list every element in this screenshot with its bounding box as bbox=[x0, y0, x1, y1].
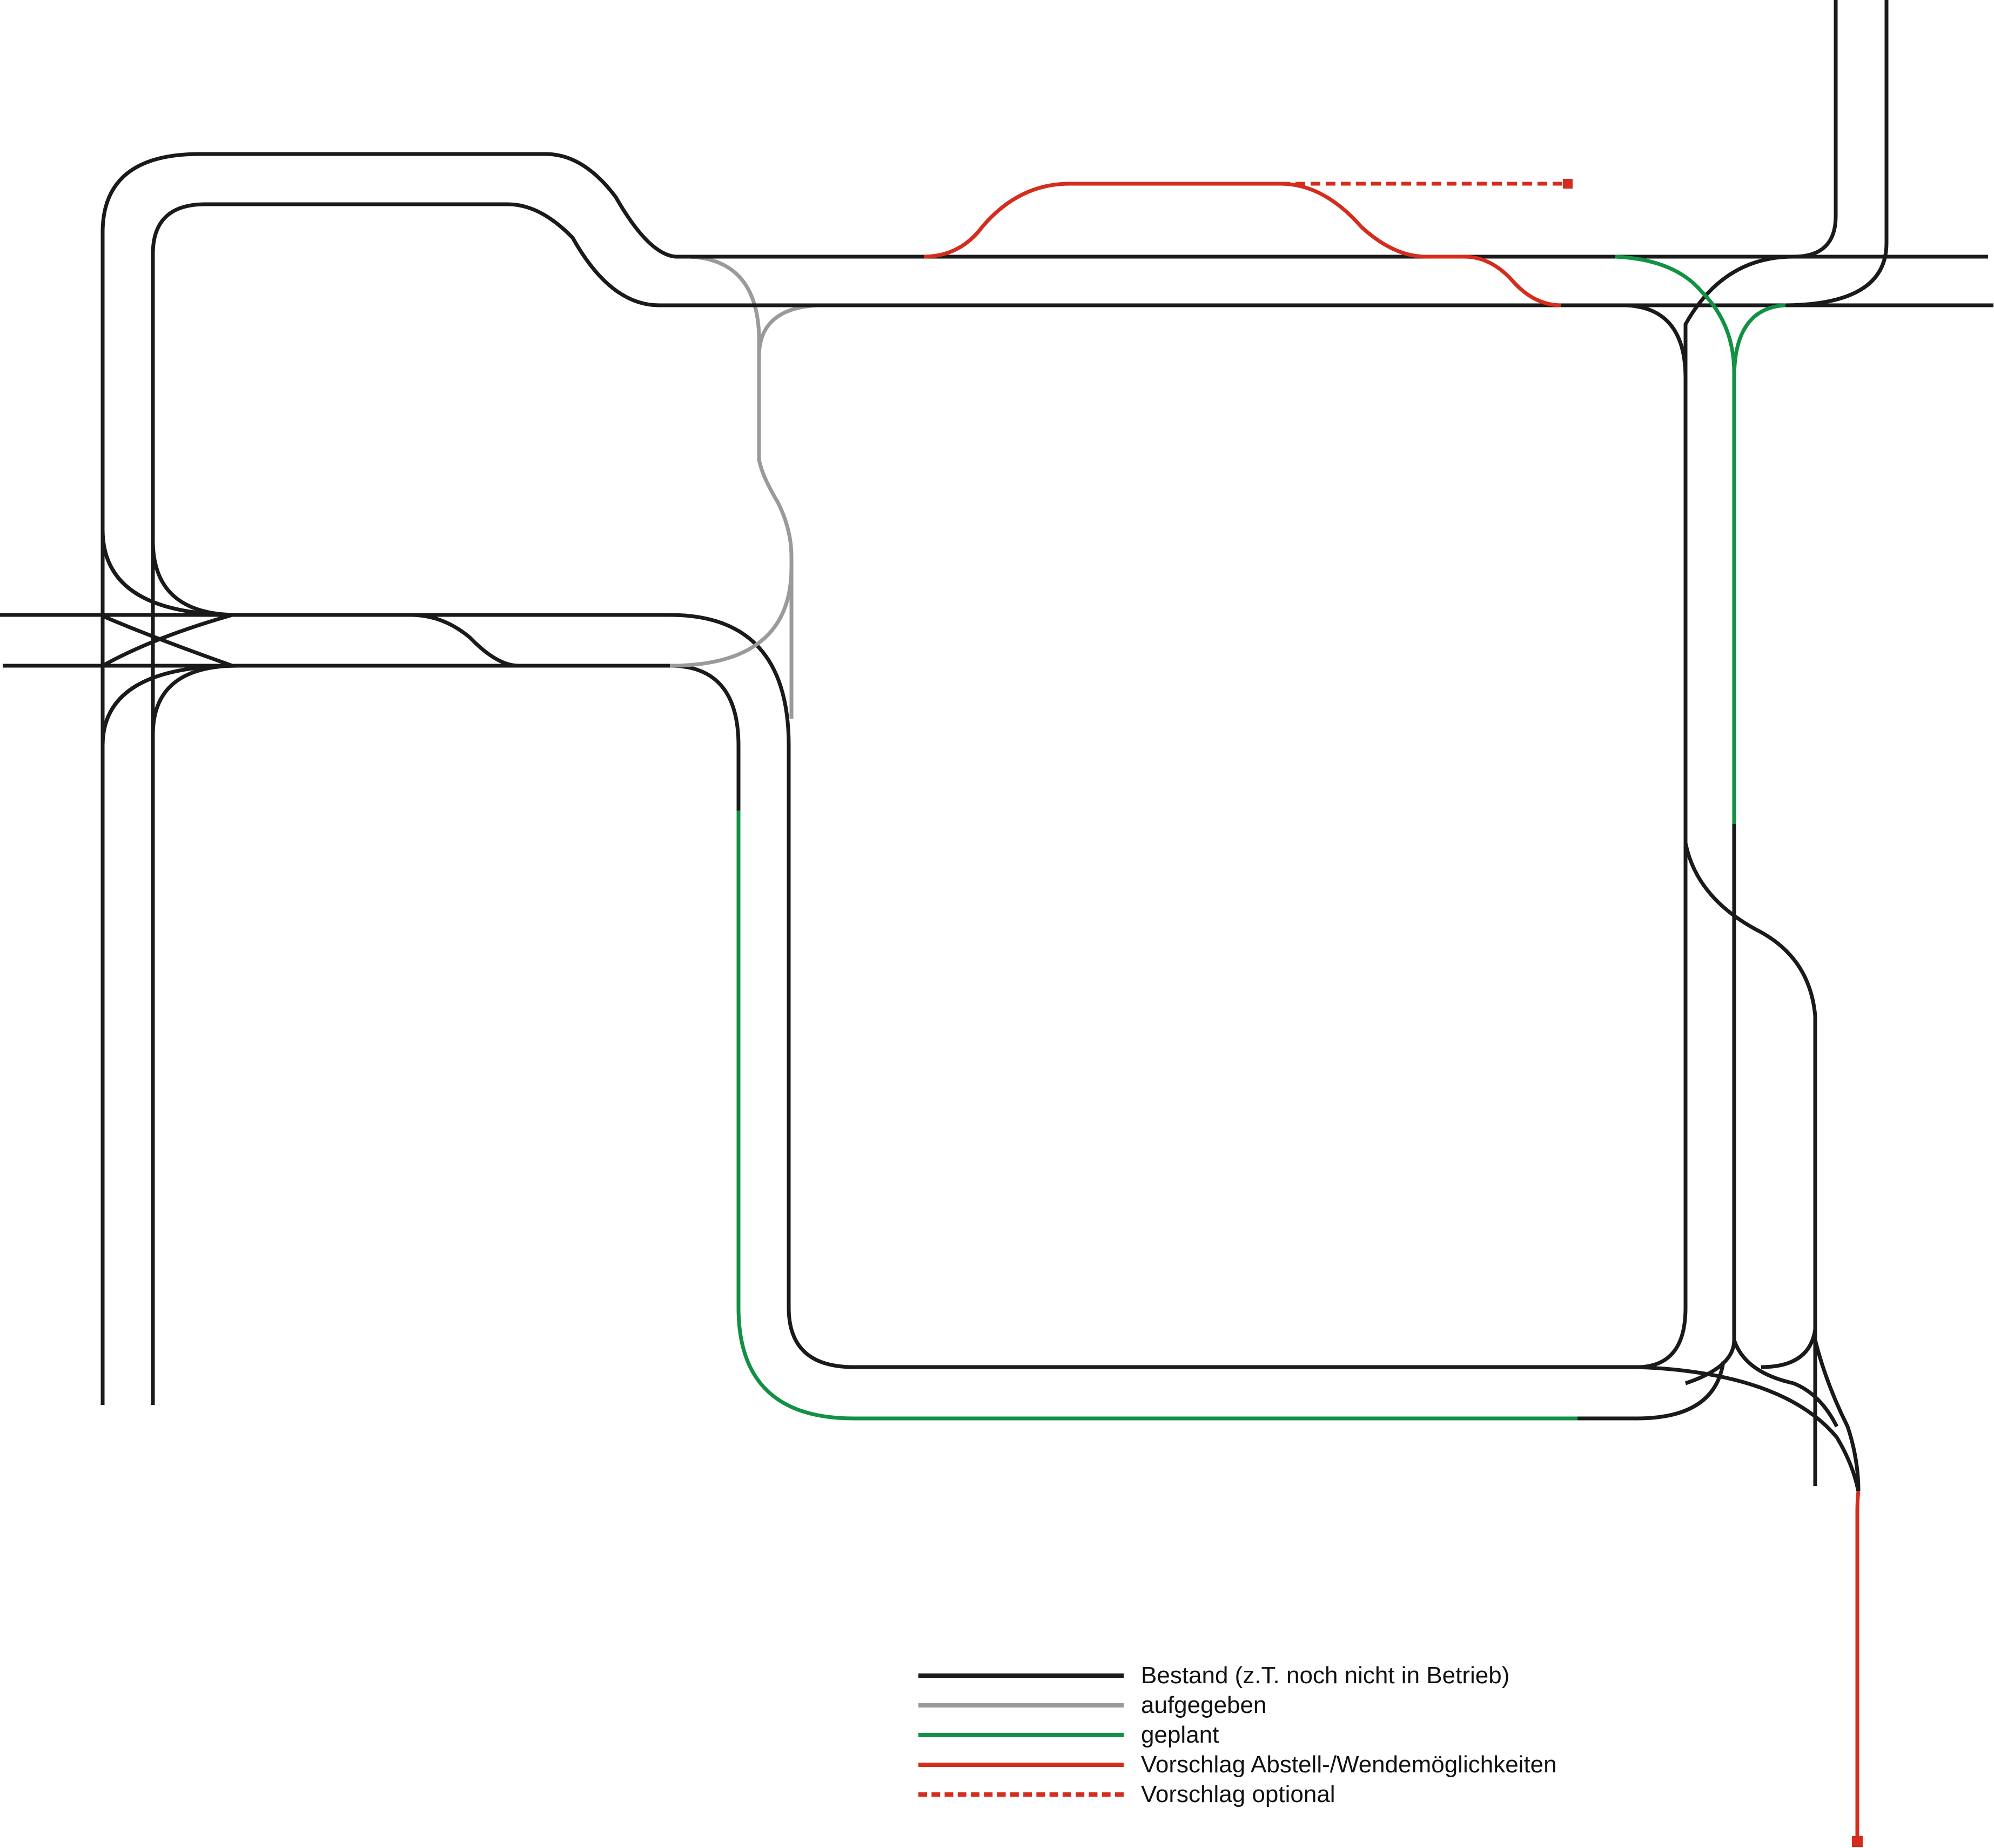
legend-label-optional: Vorschlag optional bbox=[1141, 1781, 1335, 1807]
abandoned-connector-3 bbox=[669, 567, 794, 668]
legend-swatch-proposal bbox=[918, 1763, 1124, 1767]
legend-label-existing: Bestand (z.T. noch nicht in Betrieb) bbox=[1141, 1662, 1510, 1689]
legend-label-planned: geplant bbox=[1141, 1722, 1219, 1748]
proposal-south-terminus bbox=[1852, 1836, 1863, 1847]
track-ne-curve-lower bbox=[1626, 303, 1688, 379]
track-ne-vertical-left bbox=[1636, 0, 1838, 1369]
track-x-cross-2 bbox=[102, 613, 233, 668]
track-crossover-west bbox=[410, 613, 519, 668]
legend-item-optional: Vorschlag optional bbox=[918, 1780, 1648, 1810]
legend-item-planned: geplant bbox=[918, 1721, 1648, 1751]
abandoned-connector-2 bbox=[757, 303, 819, 357]
planned-east-leg bbox=[1615, 255, 1736, 824]
proposal-south-spur bbox=[1855, 1491, 1861, 1840]
track-se-curve-2 bbox=[1732, 1339, 1839, 1428]
legend-swatch-abandoned bbox=[918, 1703, 1124, 1708]
planned-west-leg bbox=[736, 811, 1577, 1421]
legend-swatch-optional bbox=[918, 1792, 1124, 1797]
track-curve-nw-inner bbox=[151, 540, 238, 617]
track-south-return bbox=[1577, 1361, 1726, 1421]
proposal-north-siding bbox=[923, 182, 1427, 259]
track-curve-sw-inner bbox=[151, 664, 238, 735]
proposal-turnback-top bbox=[1426, 255, 1562, 307]
legend: Bestand (z.T. noch nicht in Betrieb) auf… bbox=[918, 1662, 1648, 1810]
track-west-horizontal-lower bbox=[3, 664, 741, 811]
track-ne-vertical-right bbox=[1782, 0, 1889, 307]
track-east-crossover bbox=[1683, 842, 1817, 1369]
legend-swatch-planned bbox=[918, 1733, 1124, 1737]
track-left-vertical-outer bbox=[100, 152, 689, 1405]
track-curve-sw-outer bbox=[100, 664, 238, 746]
track-left-vertical-inner bbox=[151, 202, 689, 1405]
planned-east-curve bbox=[1732, 303, 1786, 379]
track-se-curve-1 bbox=[1636, 1365, 1861, 1492]
legend-label-abandoned: aufgegeben bbox=[1141, 1692, 1267, 1718]
abandoned-connector bbox=[688, 255, 794, 719]
legend-item-existing: Bestand (z.T. noch nicht in Betrieb) bbox=[918, 1662, 1648, 1691]
legend-swatch-existing bbox=[918, 1673, 1124, 1678]
track-se-curve-3 bbox=[1813, 1340, 1861, 1492]
track-curve-nw-outer bbox=[100, 529, 238, 617]
legend-label-proposal: Vorschlag Abstell-/Wendemöglichkeiten bbox=[1141, 1751, 1557, 1778]
legend-item-abandoned: aufgegeben bbox=[918, 1691, 1648, 1721]
track-x-cross-1 bbox=[102, 614, 233, 668]
legend-item-proposal: Vorschlag Abstell-/Wendemöglichkeiten bbox=[918, 1751, 1648, 1780]
track-west-horizontal-upper bbox=[0, 613, 1637, 1369]
proposal-north-terminus bbox=[1563, 179, 1573, 189]
